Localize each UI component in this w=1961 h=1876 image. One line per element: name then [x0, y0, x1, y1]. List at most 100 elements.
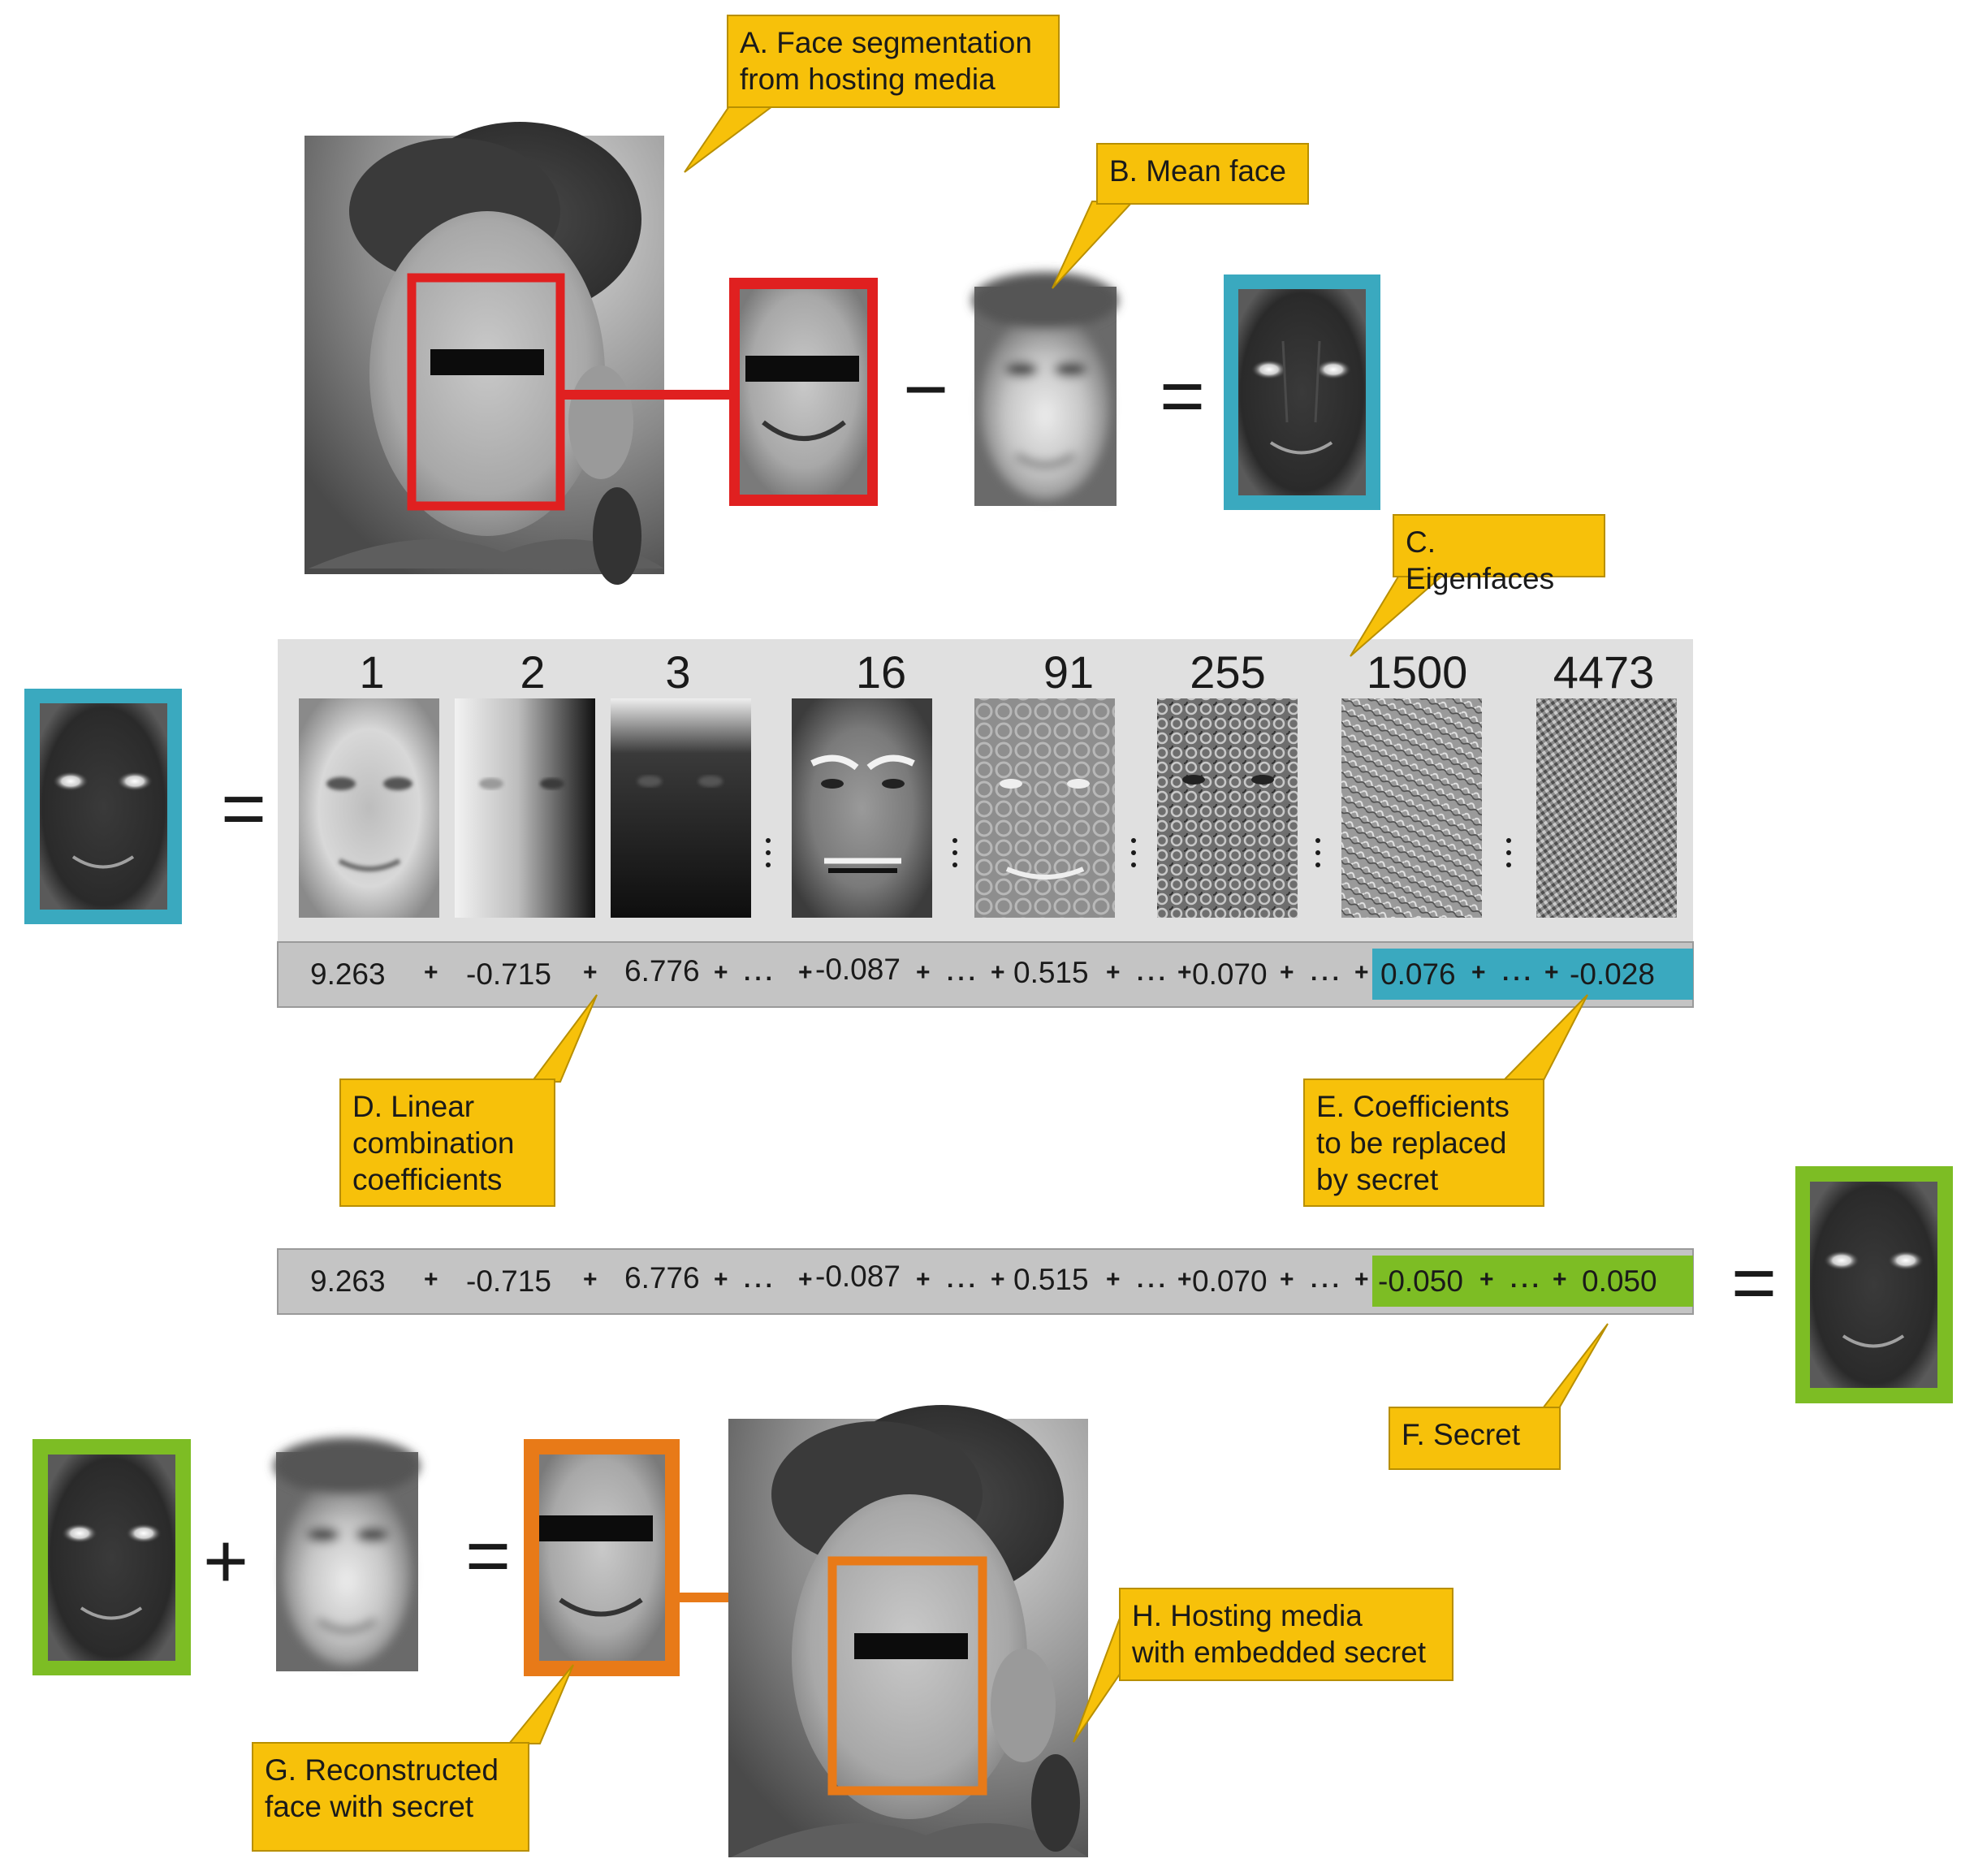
coefficient: 9.263 — [310, 1264, 386, 1298]
eigenface-index-91: 91 — [1043, 646, 1095, 698]
vertical-ellipsis-icon — [1506, 838, 1511, 871]
segmented-face — [729, 278, 878, 506]
plus-sign: + — [1354, 1266, 1369, 1293]
plus-sign: + — [1544, 959, 1559, 986]
eigenface-index-255: 255 — [1190, 646, 1266, 698]
plus-sign: + — [583, 959, 598, 986]
plus-sign: + — [1479, 1266, 1494, 1293]
callout-g-pointer — [507, 1664, 574, 1744]
plus-sign: + — [916, 959, 931, 986]
eigenface-255 — [1157, 698, 1298, 918]
plus-operator-bottom: + — [203, 1518, 249, 1605]
coefficient-replaced: 0.076 — [1380, 957, 1456, 991]
coefficient: 0.070 — [1192, 1264, 1268, 1298]
coefficient: 6.776 — [624, 954, 700, 988]
callout-e: E. Coefficients to be replaced by secret — [1303, 1078, 1544, 1207]
eigenface-index-2: 2 — [520, 646, 546, 698]
ellipsis: ... — [1311, 959, 1344, 986]
embedded-face-box — [827, 1556, 987, 1796]
ellipsis: ... — [1311, 1266, 1344, 1293]
eigenface-1 — [299, 698, 439, 918]
callout-h: H. Hosting media with embedded secret — [1119, 1588, 1453, 1681]
coefficient-secret: -0.050 — [1378, 1264, 1463, 1298]
eigenface-3 — [611, 698, 751, 918]
eigenface-index-1: 1 — [359, 646, 385, 698]
eigenface-2 — [455, 698, 595, 918]
ellipsis: ... — [744, 1266, 777, 1293]
plus-sign: + — [714, 959, 728, 986]
plus-sign: + — [1280, 959, 1294, 986]
callout-d-pointer — [530, 994, 598, 1083]
plus-sign: + — [991, 1266, 1005, 1293]
coefficient: -0.715 — [466, 957, 551, 991]
plus-sign: + — [1177, 1266, 1192, 1293]
eigenface-1500 — [1341, 698, 1482, 918]
censor-bar-icon — [745, 356, 859, 382]
plus-sign: + — [583, 1266, 598, 1293]
coefficient: -0.715 — [466, 1264, 551, 1298]
coefficient: -0.087 — [815, 1260, 901, 1293]
plus-sign: + — [1177, 959, 1192, 986]
eigenface-index-1500: 1500 — [1366, 646, 1468, 698]
plus-sign: + — [424, 1266, 438, 1293]
plus-sign: + — [1106, 959, 1121, 986]
ellipsis: ... — [1137, 1266, 1170, 1293]
ellipsis: ... — [744, 959, 777, 986]
plus-sign: + — [1354, 959, 1369, 986]
eigenface-index-16: 16 — [855, 646, 907, 698]
vertical-ellipsis-icon — [1315, 838, 1320, 871]
mean-face — [972, 272, 1118, 506]
ellipsis: ... — [1502, 959, 1536, 986]
difference-face-left — [24, 689, 182, 924]
equals-operator-bottom: = — [465, 1512, 512, 1599]
callout-f-pointer — [1540, 1323, 1609, 1409]
vertical-ellipsis-icon — [952, 838, 957, 871]
ellipsis: ... — [947, 1266, 980, 1293]
coefficient: 0.070 — [1192, 957, 1268, 991]
reconstructed-face — [524, 1439, 680, 1676]
difference-face-top — [1224, 274, 1380, 510]
equals-operator-middle: = — [221, 765, 267, 852]
eigenface-4473 — [1536, 698, 1677, 918]
censor-bar-icon — [854, 1633, 968, 1659]
ellipsis: ... — [947, 959, 980, 986]
plus-sign: + — [798, 959, 813, 986]
hosting-photo-original — [305, 122, 664, 585]
vertical-ellipsis-icon — [766, 838, 771, 871]
plus-sign: + — [991, 959, 1005, 986]
callout-b-pointer — [1052, 201, 1135, 289]
eigenface-index-4473: 4473 — [1553, 646, 1655, 698]
censor-bar-icon — [539, 1515, 653, 1541]
eigenface-index-3: 3 — [665, 646, 691, 698]
minus-operator: − — [903, 346, 949, 433]
callout-a-pointer — [684, 103, 778, 173]
equals-operator-secret: = — [1731, 1239, 1777, 1326]
callout-a: A. Face segmentation from hosting media — [727, 15, 1060, 108]
plus-sign: + — [1106, 1266, 1121, 1293]
plus-sign: + — [424, 959, 438, 986]
coefficient: -0.087 — [815, 953, 901, 986]
coefficient-secret: 0.050 — [1582, 1264, 1657, 1298]
plus-sign: + — [798, 1266, 813, 1293]
plus-sign: + — [916, 1266, 931, 1293]
censor-bar-icon — [430, 349, 544, 375]
eigenface-91 — [974, 698, 1115, 918]
equals-operator-top: = — [1160, 352, 1206, 439]
plus-sign: + — [1553, 1266, 1567, 1293]
plus-sign: + — [1471, 959, 1486, 986]
callout-c: C. Eigenfaces — [1393, 514, 1605, 595]
mean-face-bottom — [274, 1437, 420, 1671]
plus-sign: + — [714, 1266, 728, 1293]
coefficient: 0.515 — [1013, 956, 1089, 989]
ellipsis: ... — [1510, 1266, 1544, 1293]
callout-d: D. Linear combination coefficients — [339, 1078, 555, 1207]
plus-sign: + — [1280, 1266, 1294, 1293]
callout-b: B. Mean face — [1096, 143, 1309, 205]
secret-difference-face-right — [1795, 1166, 1953, 1403]
coefficient: 6.776 — [624, 1261, 700, 1295]
coefficient: 9.263 — [310, 957, 386, 991]
secret-difference-face-left — [32, 1439, 191, 1675]
callout-e-pointer — [1500, 994, 1588, 1083]
vertical-ellipsis-icon — [1131, 838, 1136, 871]
